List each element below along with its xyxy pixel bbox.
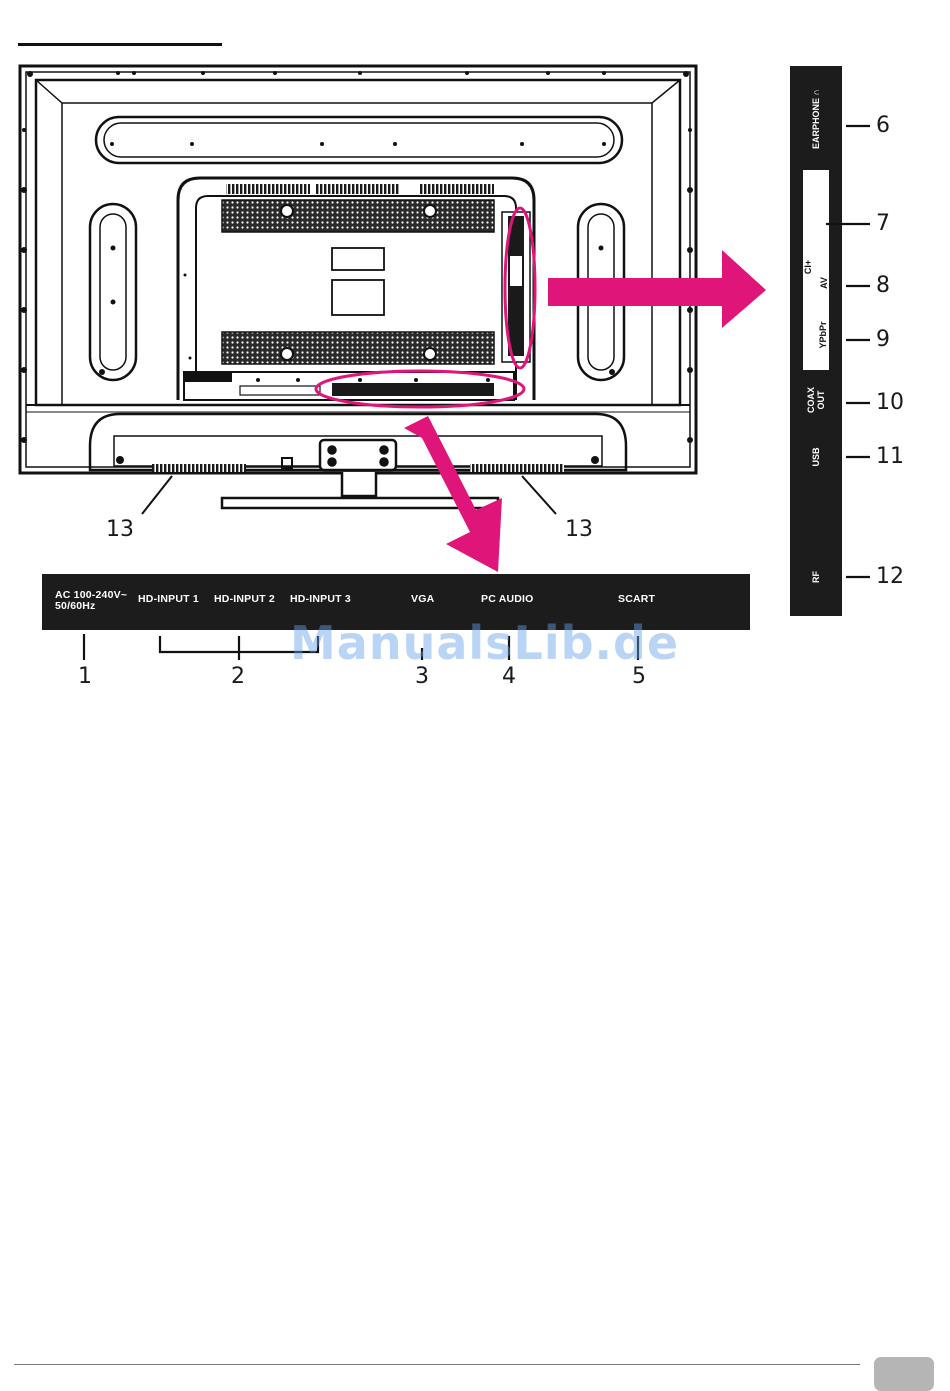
label-coax-out: COAX OUT bbox=[806, 375, 826, 425]
label-hd-input-3: HD-INPUT 3 bbox=[290, 594, 351, 605]
label-pc-audio: PC AUDIO bbox=[481, 594, 534, 605]
label-earphone: EARPHONE ∩ bbox=[811, 69, 821, 169]
label-scart: SCART bbox=[618, 594, 655, 605]
label-hd-input-2: HD-INPUT 2 bbox=[214, 594, 275, 605]
label-ci: CI+ bbox=[803, 247, 813, 287]
footer-rule bbox=[14, 1364, 860, 1365]
watermark: ManualsLib.de bbox=[290, 616, 679, 670]
callout-9: 9 bbox=[876, 327, 890, 352]
label-vga: VGA bbox=[411, 594, 434, 605]
callout-8: 8 bbox=[876, 273, 890, 298]
label-plates bbox=[332, 248, 384, 315]
vent-grills bbox=[222, 200, 494, 364]
label-av: AV bbox=[819, 263, 829, 303]
label-ypbpr: YPbPr bbox=[818, 305, 828, 365]
callout-1: 1 bbox=[78, 664, 92, 689]
callout-12: 12 bbox=[876, 564, 904, 589]
callout-6: 6 bbox=[876, 113, 890, 138]
callout-11: 11 bbox=[876, 444, 904, 469]
page-number-tab bbox=[874, 1357, 934, 1391]
label-rf: RF bbox=[811, 557, 821, 597]
callout-2: 2 bbox=[231, 664, 245, 689]
callout-13-left: 13 bbox=[106, 517, 134, 542]
label-hd-input-1: HD-INPUT 1 bbox=[138, 594, 199, 605]
callout-7: 7 bbox=[876, 211, 890, 236]
callout-10: 10 bbox=[876, 390, 904, 415]
label-usb: USB bbox=[811, 437, 821, 477]
callout-13-right: 13 bbox=[565, 517, 593, 542]
label-ac-power: AC 100-240V~ 50/60Hz bbox=[55, 590, 127, 612]
vent-slots bbox=[226, 184, 494, 194]
